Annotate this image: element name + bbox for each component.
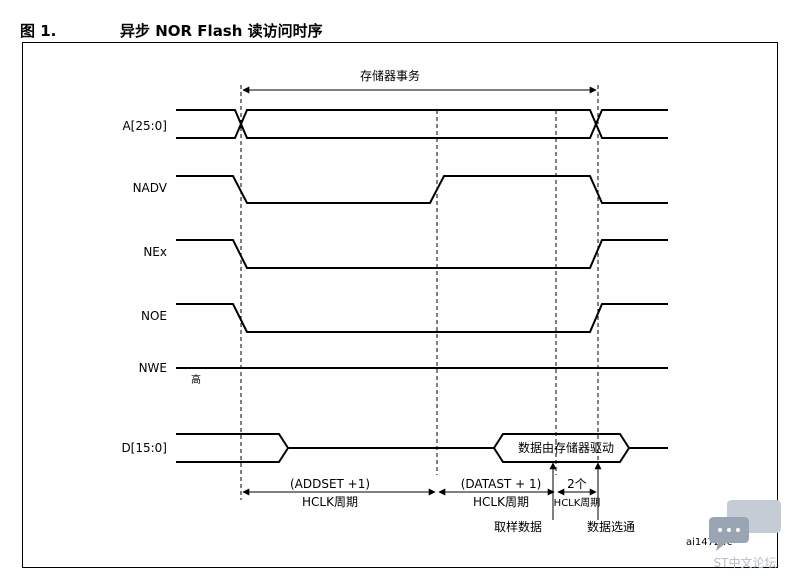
figure-title-text: 异步 NOR Flash 读访问时序	[120, 22, 323, 40]
watermark: ST中文论坛	[709, 500, 781, 570]
chat-bubble-icon	[709, 500, 781, 551]
datast-label: (DATAST + 1)	[461, 477, 542, 491]
signal-a-waveform	[176, 109, 668, 139]
diagram-frame	[22, 42, 778, 568]
nwe-high-label: 高	[191, 373, 201, 386]
addset-hclk-label: HCLK周期	[302, 495, 358, 509]
datast-span: (DATAST + 1) HCLK周期	[438, 477, 555, 509]
data-strobe-label: 数据选通	[587, 519, 635, 534]
signal-label-noe: NOE	[141, 309, 167, 323]
memory-transaction-span: 存储器事务	[242, 68, 597, 94]
signal-label-d: D[15:0]	[121, 441, 167, 455]
signal-label-nex: NEx	[143, 245, 167, 259]
addset-span: (ADDSET +1) HCLK周期	[242, 477, 436, 509]
signal-label-nwe: NWE	[139, 361, 167, 375]
sample-data-pointer: 取样数据	[494, 462, 557, 534]
watermark-text: ST中文论坛	[714, 555, 777, 570]
figure-title: 图 1. 异步 NOR Flash 读访问时序	[20, 20, 323, 41]
signal-label-nadv: NADV	[133, 181, 168, 195]
signal-nex-waveform	[176, 239, 668, 269]
signal-nadv-waveform	[176, 175, 668, 204]
two-count-label: 2个	[567, 477, 587, 491]
datast-hclk-label: HCLK周期	[473, 495, 529, 509]
data-strobe-pointer: 数据选通	[587, 462, 635, 534]
data-driven-label: 数据由存储器驱动	[518, 440, 614, 455]
sample-data-label: 取样数据	[494, 519, 542, 534]
figure-number: 图 1.	[20, 22, 57, 40]
addset-label: (ADDSET +1)	[290, 477, 370, 491]
two-hclk-label: HCLK周期	[554, 497, 601, 509]
signal-noe-waveform	[176, 303, 668, 333]
memory-transaction-label: 存储器事务	[360, 68, 420, 83]
figure-code: ai14724c	[686, 537, 732, 548]
signal-d-waveform	[176, 433, 668, 463]
two-hclk-span: 2个 HCLK周期	[554, 477, 601, 509]
signal-label-a: A[25:0]	[122, 119, 167, 133]
reference-lines	[240, 85, 599, 500]
